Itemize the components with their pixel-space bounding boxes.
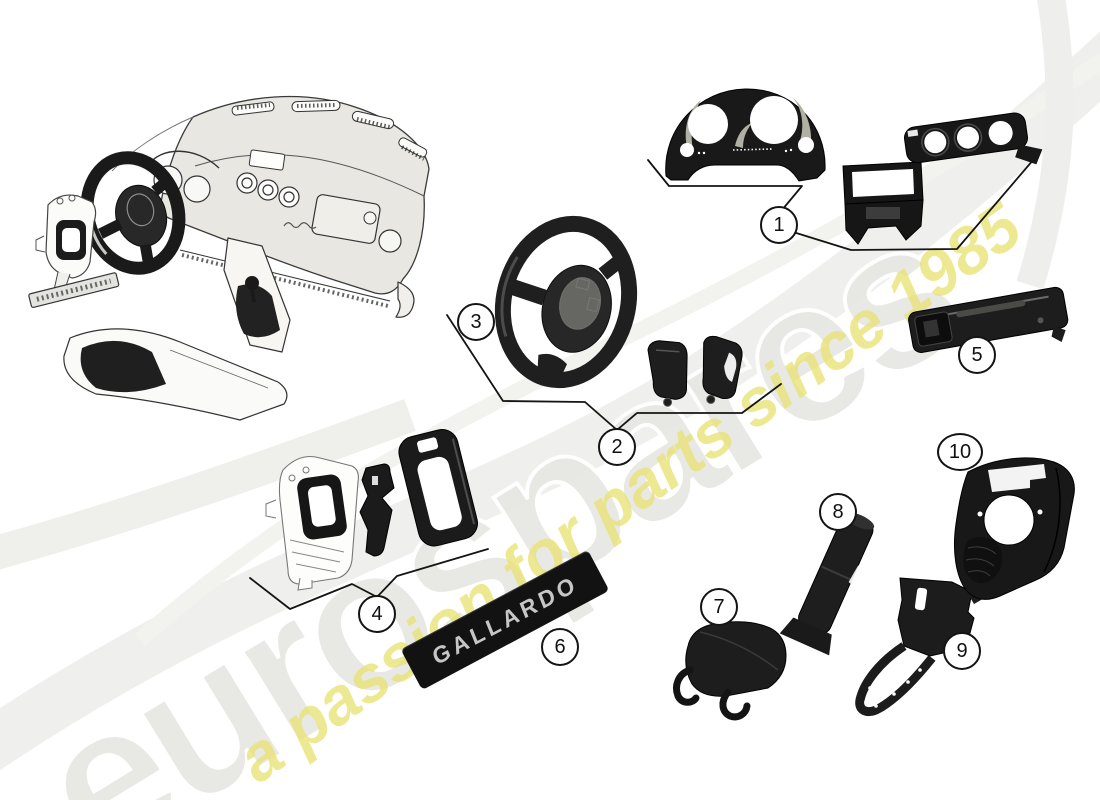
callout-6-label: 6 (554, 635, 566, 658)
callout-line-1-right (792, 151, 1041, 251)
callout-6[interactable]: 6 (541, 628, 579, 666)
callout-10-label: 10 (948, 440, 972, 463)
callout-line-4 (249, 548, 489, 610)
climate-panel-part (904, 112, 1043, 165)
callout-9[interactable]: 9 (943, 632, 981, 670)
radio-trim-part (842, 161, 924, 245)
glovebox-trim-part (908, 286, 1069, 353)
callout-1[interactable]: 1 (760, 206, 798, 244)
dash-trim-bracket-part (359, 463, 395, 557)
swoosh-right (1016, 0, 1074, 290)
callout-7[interactable]: 7 (700, 588, 738, 626)
callout-10[interactable]: 10 (937, 433, 983, 471)
callout-4[interactable]: 4 (358, 595, 396, 633)
lamborghini-script (283, 222, 317, 229)
dash-trim-left-part (265, 455, 359, 591)
illustration-instrument-pod (35, 194, 97, 291)
callout-3-label: 3 (470, 310, 482, 333)
column-cover-part (953, 457, 1075, 600)
callout-3[interactable]: 3 (457, 303, 495, 341)
illustration-sill-strip (28, 272, 120, 309)
callout-4-label: 4 (371, 602, 383, 625)
callout-1-label: 1 (773, 213, 785, 236)
steering-wheel-part (494, 215, 638, 389)
column-tube-part (779, 512, 875, 656)
callout-2-label: 2 (611, 435, 623, 458)
switch-pads-part (647, 335, 743, 407)
dashboard-illustration (28, 95, 430, 421)
cover-cap-part (673, 621, 787, 721)
callout-5-label: 5 (971, 343, 983, 366)
callout-7-label: 7 (713, 595, 725, 618)
swoosh-main (0, 31, 1100, 771)
callout-8-label: 8 (832, 500, 844, 523)
callout-8[interactable]: 8 (819, 493, 857, 531)
callout-9-label: 9 (956, 639, 968, 662)
dash-trim-surround-part (398, 429, 478, 547)
callout-2[interactable]: 2 (598, 428, 636, 466)
swoosh-left (0, 399, 416, 570)
callout-line-1-left (647, 159, 803, 211)
callout-5[interactable]: 5 (958, 336, 996, 374)
instrument-cluster-bezel-part (665, 88, 826, 182)
